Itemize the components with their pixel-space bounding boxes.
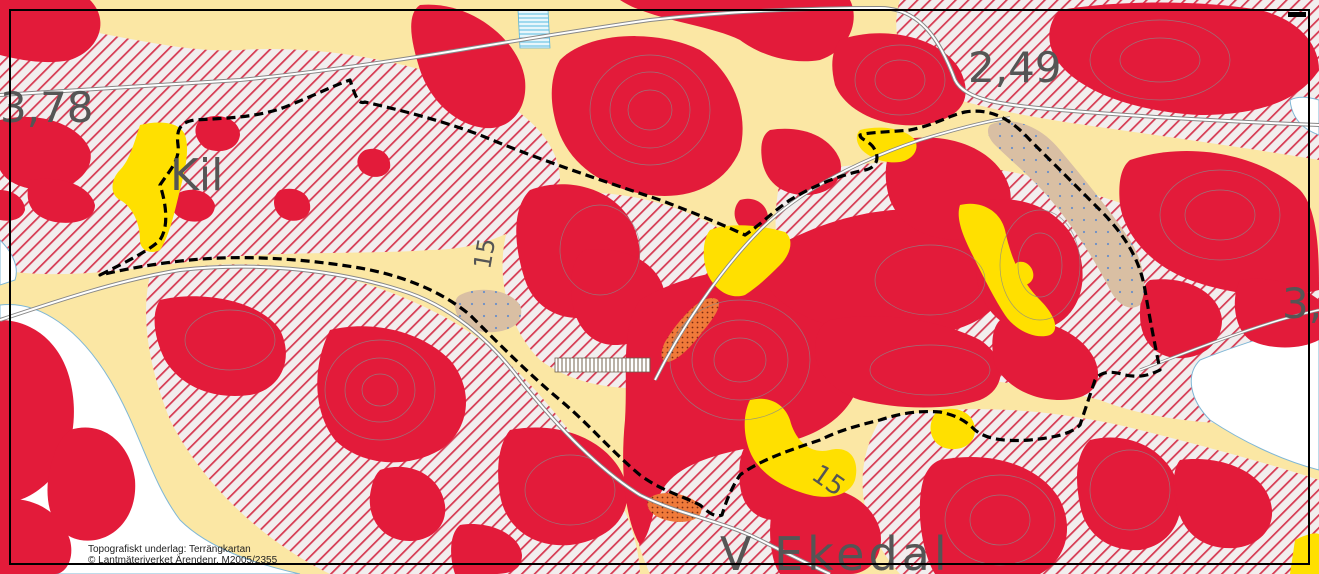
lake-west-edge <box>0 239 17 286</box>
forest-south2 <box>498 427 628 546</box>
forest-southwest2 <box>47 427 136 541</box>
forest-east4 <box>1119 151 1319 296</box>
yellow-kil <box>112 122 188 252</box>
yellow-southeast <box>930 408 975 450</box>
yellow-center <box>703 225 791 297</box>
map-credit: Topografiskt underlag: Terrängkartan © L… <box>88 544 277 566</box>
forest-east6 <box>1234 278 1319 348</box>
yellow-zones <box>112 122 1056 497</box>
forest-west1 <box>0 116 91 190</box>
map-frame <box>9 9 1310 565</box>
forest-east7 <box>815 316 1001 408</box>
forest-central-west <box>317 326 467 463</box>
forest-north <box>411 4 526 129</box>
forest-small2 <box>274 188 311 221</box>
forest-westlake <box>154 296 286 396</box>
forest-southeast1 <box>919 456 1068 574</box>
forest-east5 <box>1140 279 1222 359</box>
forest-kil2 <box>171 189 215 222</box>
forest-southeast2 <box>1077 437 1181 551</box>
forest-south3 <box>451 524 522 574</box>
yellow-east <box>958 203 1056 337</box>
forest-northwest <box>0 0 101 63</box>
forest-northeast <box>1049 2 1319 115</box>
forest-west2 <box>27 178 95 223</box>
label-v-ekedal: V Ekedal <box>720 527 951 574</box>
forest-east-big <box>762 209 1010 337</box>
yellow-east-small <box>1012 261 1034 286</box>
credit-line-1: Topografiskt underlag: Terrängkartan <box>88 544 251 555</box>
map-corner-mark <box>1288 12 1306 17</box>
forest-south-center2 <box>770 486 881 574</box>
forest-west-small <box>0 190 25 221</box>
forest-small1 <box>357 148 391 177</box>
label-kil: Kil <box>170 150 223 201</box>
contour-lines <box>184 19 1281 566</box>
forest-southwest3 <box>0 499 72 574</box>
bridge <box>554 357 651 373</box>
wetland-west <box>455 289 522 333</box>
pond-north <box>517 9 551 49</box>
label-value-3: 3, <box>1282 279 1319 328</box>
label-value-2-49: 2,49 <box>968 43 1062 92</box>
forest-kil <box>195 115 240 152</box>
credit-line-2: © Lantmäteriverket Ärendenr. M2005/2355 <box>88 555 278 566</box>
forest-southeast3 <box>1173 459 1273 549</box>
roads <box>0 5 1319 574</box>
wetland-east <box>987 121 1145 308</box>
planning-boundary <box>98 78 1162 518</box>
forest-south1 <box>369 466 446 541</box>
forest-northcenter2 <box>761 128 841 195</box>
forest-northcenter <box>551 36 743 196</box>
label-value-3-78: 3,78 <box>0 83 94 132</box>
forest-east8 <box>992 319 1099 400</box>
yellow-northeast <box>856 127 917 163</box>
label-road-15-north: 15 <box>468 236 501 271</box>
orange-zone-center <box>661 298 719 362</box>
